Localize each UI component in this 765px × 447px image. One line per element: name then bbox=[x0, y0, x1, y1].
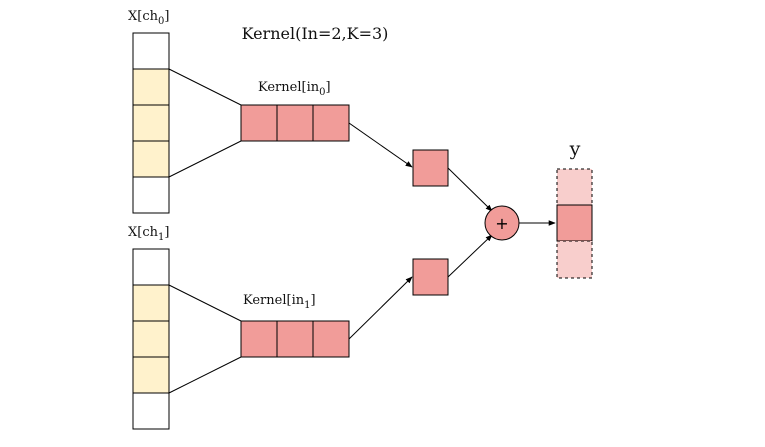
input-0-column bbox=[132, 32, 170, 214]
projection-line bbox=[168, 68, 242, 106]
kernel-0-cell bbox=[240, 104, 278, 142]
arrow-kernel-1-to-partial-1 bbox=[348, 276, 413, 340]
kernel-1-label-main: Kernel[in bbox=[243, 293, 305, 308]
partial-result-1 bbox=[412, 258, 449, 296]
arrow-kernel-0-to-partial-0 bbox=[348, 122, 413, 168]
projection-line bbox=[168, 140, 242, 178]
kernel-0-cell bbox=[276, 104, 314, 142]
diagram-title: Kernel(In=2,K=3) bbox=[242, 24, 389, 43]
input-1-label-sub: 1 bbox=[158, 232, 164, 243]
input-0-cell-active bbox=[132, 140, 170, 178]
output-cell-dim bbox=[556, 240, 593, 279]
plus-icon: + bbox=[495, 214, 508, 233]
arrow-partial-0-to-sum bbox=[447, 167, 493, 212]
input-0-label-main: X[ch bbox=[128, 9, 159, 24]
input-1-label-main: X[ch bbox=[128, 225, 159, 240]
kernel-1-label-sub: 1 bbox=[304, 300, 310, 311]
input-0-cell bbox=[132, 32, 170, 70]
kernel-0-label-close: ] bbox=[325, 80, 330, 95]
kernel-0-label: Kernel[in0] bbox=[258, 80, 331, 98]
input-1-cell-active bbox=[132, 284, 170, 322]
kernel-0-label-main: Kernel[in bbox=[258, 80, 320, 95]
input-1-cell-active bbox=[132, 356, 170, 394]
input-1-column bbox=[132, 248, 170, 430]
kernel-0-cell bbox=[312, 104, 350, 142]
projection-line bbox=[168, 356, 242, 394]
kernel-1-cell bbox=[276, 320, 314, 358]
input-0-cell-active bbox=[132, 104, 170, 142]
kernel-0-row bbox=[240, 104, 350, 142]
output-label: y bbox=[569, 138, 581, 160]
output-cell-active bbox=[556, 204, 593, 242]
sum-node: + bbox=[484, 205, 520, 241]
input-1-cell-active bbox=[132, 320, 170, 358]
kernel-1-label-close: ] bbox=[310, 293, 315, 308]
kernel-1-cell bbox=[312, 320, 350, 358]
input-1-cell bbox=[132, 392, 170, 430]
projection-line bbox=[168, 284, 242, 322]
partial-result-0 bbox=[412, 149, 449, 187]
arrow-partial-1-to-sum bbox=[447, 234, 493, 278]
output-column bbox=[556, 168, 593, 279]
kernel-1-label: Kernel[in1] bbox=[243, 293, 316, 311]
input-0-cell-active bbox=[132, 68, 170, 106]
kernel-1-row bbox=[240, 320, 350, 358]
input-1-label: X[ch1] bbox=[128, 225, 169, 243]
input-0-label: X[ch0] bbox=[128, 9, 169, 27]
kernel-0-label-sub: 0 bbox=[319, 87, 325, 98]
input-0-label-close: ] bbox=[164, 9, 169, 24]
kernel-1-cell bbox=[240, 320, 278, 358]
input-1-cell bbox=[132, 248, 170, 286]
output-cell-dim bbox=[556, 168, 593, 206]
input-0-label-sub: 0 bbox=[158, 16, 164, 27]
input-1-label-close: ] bbox=[164, 225, 169, 240]
input-0-cell bbox=[132, 176, 170, 214]
